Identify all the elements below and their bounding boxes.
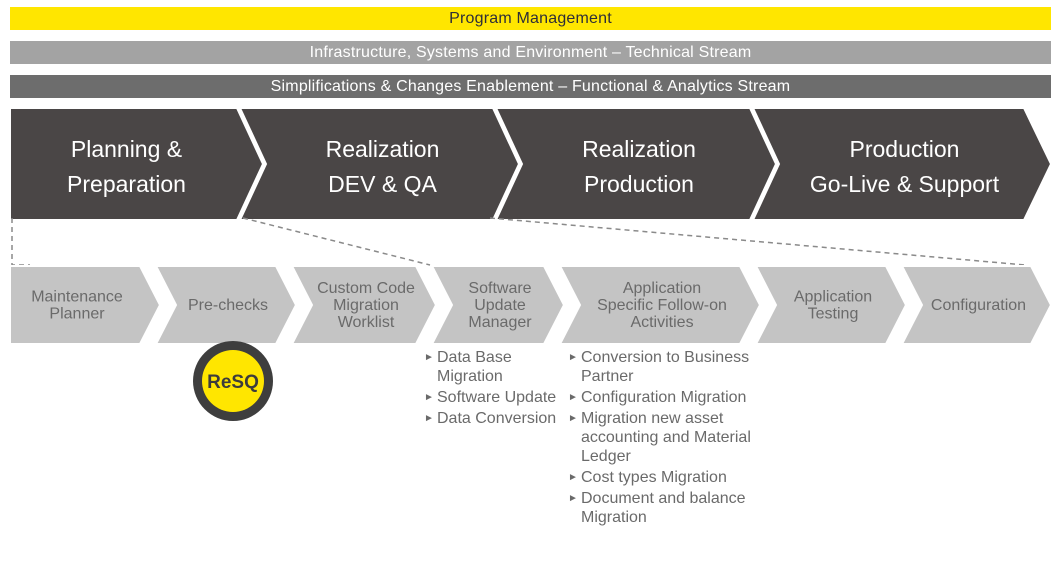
phase-chevron [9,107,265,221]
resq-badge-label: ReSQ [207,372,259,393]
simplifications-stream-bar: Simplifications & Changes Enablement – F… [10,75,1051,98]
list-item: ►Document and balance Migration [568,490,746,526]
connector-right [489,217,1026,266]
list-item: ►Conversion to Business Partner [568,349,750,385]
step-label: Pre-checks [188,297,268,314]
bullet-icon: ► [424,352,434,363]
step-chevron [558,265,762,345]
resq-badge: ReSQ [193,341,273,421]
connector-middle [242,217,431,266]
phase-chevron [494,107,778,221]
phase-chevron [238,107,521,221]
phase-label: Planning &Preparation [67,136,186,197]
list-item: ►Data Base Migration [424,349,512,385]
program-management-bar: Program Management [10,7,1051,30]
step-chevron [9,265,162,345]
bullet-icon: ► [568,413,578,424]
step-chevron [290,265,438,345]
list-item: ►Configuration Migration [568,389,747,406]
bullet-icon: ► [568,472,578,483]
step-label: Configuration [931,297,1026,314]
step-chevron [900,265,1053,345]
list-item: ►Migration new asset accounting and Mate… [568,410,751,465]
bullet-icon: ► [568,352,578,363]
step-chevron [430,265,566,345]
follow-on-activities-list: ►Conversion to Business Partner ►Configu… [566,348,781,529]
bullet-icon: ► [424,392,434,403]
bullet-icon: ► [568,392,578,403]
detail-connectors [11,217,1026,266]
phase-chevron [751,107,1053,221]
list-item: ►Data Conversion [424,410,557,427]
software-update-manager-list: ►Data Base Migration ►Software Update ►D… [422,348,557,430]
infrastructure-stream-bar: Infrastructure, Systems and Environment … [10,41,1051,64]
step-chevron [754,265,908,345]
resq-badge-core [202,350,264,412]
list-item: ►Software Update [424,389,557,406]
step-chevron [154,265,298,345]
bullet-icon: ► [568,493,578,504]
bullet-icon: ► [424,413,434,424]
connector-left [11,218,30,266]
list-item: ►Cost types Migration [568,469,727,486]
